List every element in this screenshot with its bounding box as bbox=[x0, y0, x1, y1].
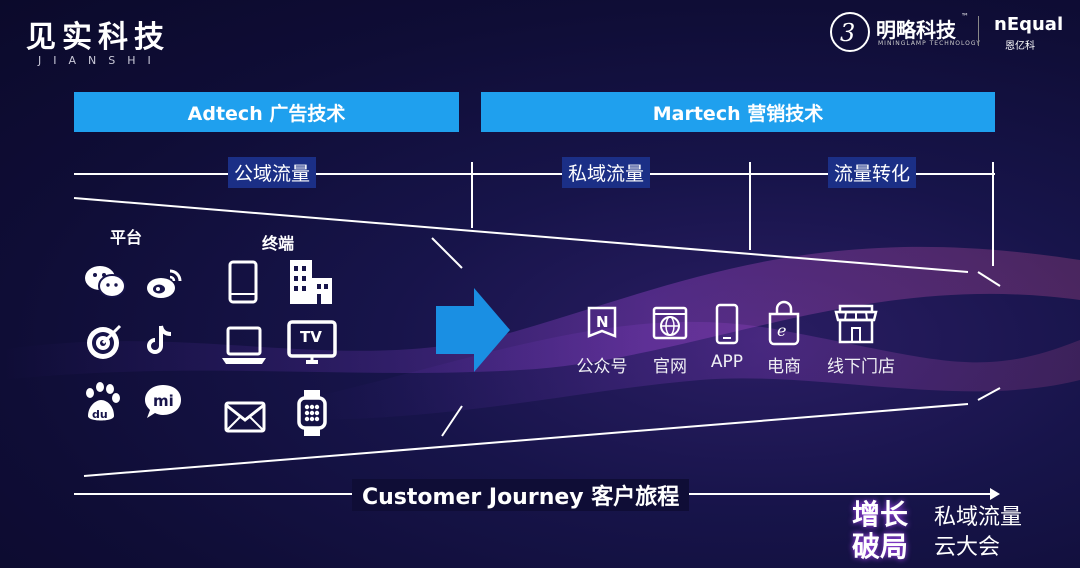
smartwatch-icon bbox=[294, 388, 330, 438]
svg-text:e: e bbox=[777, 321, 786, 340]
tv-icon-label: TV bbox=[300, 328, 322, 346]
customer-journey-label: Customer Journey 客户旅程 bbox=[352, 479, 690, 511]
martech-bar: Martech 营销技术 bbox=[481, 92, 995, 132]
storefront-icon bbox=[832, 302, 880, 346]
phone-app-icon bbox=[712, 302, 742, 346]
mininglamp-name: 明略科技 bbox=[876, 18, 956, 42]
brand-divider bbox=[978, 16, 979, 46]
adtech-bar: Adtech 广告技术 bbox=[74, 92, 459, 132]
event-subtitle-line1: 私域流量 bbox=[934, 505, 1023, 530]
channel-official-account-label: 公众号 bbox=[576, 357, 628, 377]
tiktok-icon bbox=[146, 322, 176, 358]
nequal-name: nEqual bbox=[994, 14, 1064, 35]
event-subtitle-line2: 云大会 bbox=[934, 535, 1001, 560]
segment-conversion: 流量转化 bbox=[828, 157, 917, 188]
svg-text:mi: mi bbox=[153, 392, 174, 410]
target-icon bbox=[84, 320, 126, 362]
terminal-title: 终端 bbox=[262, 234, 295, 253]
segment-private-traffic: 私域流量 bbox=[562, 157, 651, 188]
mininglamp-logo-icon: 3 bbox=[828, 10, 872, 54]
laptop-icon bbox=[220, 324, 268, 368]
svg-text:3: 3 bbox=[840, 19, 855, 47]
mininglamp-sub: MININGLAMP TECHNOLOGY bbox=[878, 40, 981, 47]
svg-text:N: N bbox=[596, 313, 609, 331]
event-title-line2: 破局 bbox=[852, 530, 909, 563]
ecommerce-bag-icon: e bbox=[764, 300, 804, 346]
tablet-icon bbox=[226, 260, 260, 304]
xiaomi-icon: mi bbox=[142, 382, 184, 422]
wechat-icon bbox=[82, 260, 128, 302]
tv-icon: TV bbox=[286, 318, 338, 368]
brand-jianshi-name: 见实科技 bbox=[26, 20, 170, 55]
channel-ecommerce-label: 电商 bbox=[767, 357, 801, 377]
trademark-mark: ™ bbox=[961, 12, 969, 21]
platform-title: 平台 bbox=[110, 228, 143, 247]
baidu-icon: du bbox=[80, 380, 122, 424]
brand-jianshi: 见实科技 JIANSHI bbox=[26, 12, 170, 67]
event-title-line1: 增长 bbox=[852, 498, 909, 531]
mail-icon bbox=[222, 398, 268, 436]
weibo-icon bbox=[144, 266, 184, 302]
channel-app-label: APP bbox=[710, 352, 744, 372]
segment-public-traffic: 公域流量 bbox=[228, 157, 317, 188]
brand-jianshi-sub: JIANSHI bbox=[38, 54, 163, 67]
official-account-icon: N bbox=[584, 304, 620, 344]
svg-text:du: du bbox=[92, 408, 108, 421]
nequal-sub: 恩亿科 bbox=[1005, 41, 1035, 52]
channel-offline-store-label: 线下门店 bbox=[827, 357, 895, 377]
channel-website-label: 官网 bbox=[653, 357, 687, 377]
buildings-icon bbox=[288, 256, 336, 306]
website-icon bbox=[650, 304, 690, 344]
